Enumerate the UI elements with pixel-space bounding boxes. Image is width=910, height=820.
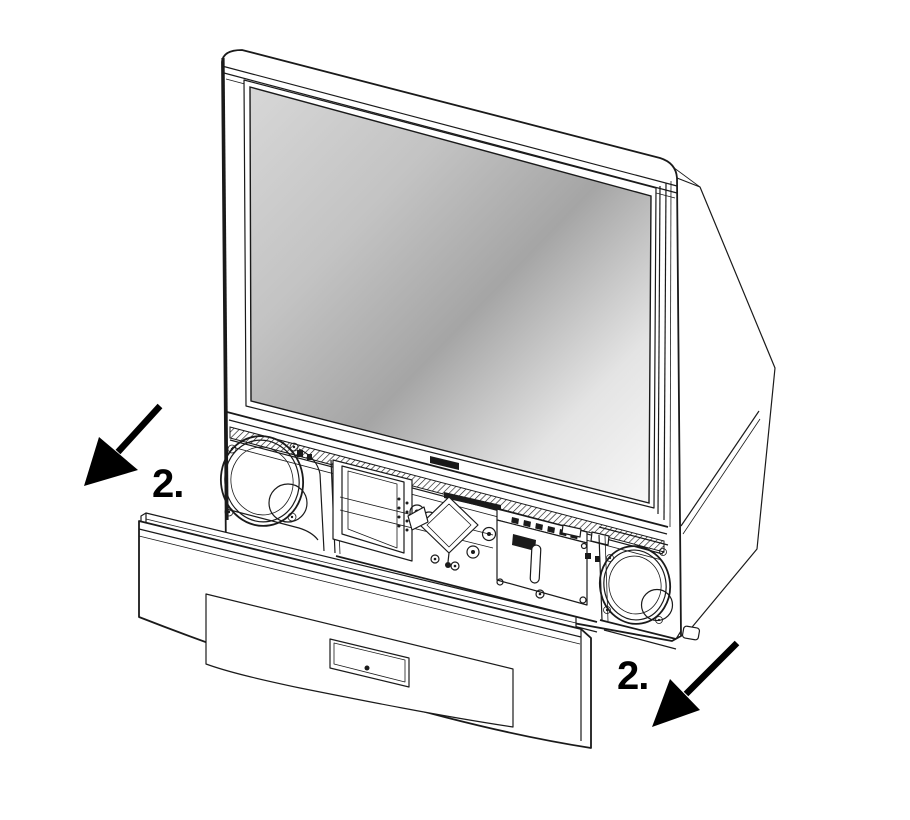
tv-left-edge [221, 57, 229, 521]
left-speaker-cone [268, 483, 308, 523]
screw-hole [585, 553, 591, 559]
brand-logo-badge [430, 456, 459, 470]
button-dots [397, 497, 409, 532]
lens-diamond [419, 496, 479, 568]
tv-screen [249, 86, 652, 504]
screw-hole [595, 556, 600, 562]
step-arrow-right [652, 640, 740, 727]
left-speaker-mount-tabs [224, 442, 299, 522]
control-door [329, 638, 410, 688]
door-latch-dot [364, 665, 370, 671]
right-speaker-mount-tabs [603, 548, 667, 624]
cabinet-base [599, 619, 701, 650]
front-panel [138, 512, 592, 749]
left-speaker [219, 435, 312, 527]
interior-compartment [332, 459, 610, 665]
tv-cabinet [219, 49, 776, 665]
slot-pill [529, 544, 542, 584]
port-block [512, 534, 536, 551]
screw-hole [307, 454, 312, 460]
interior-label-strip [444, 492, 501, 511]
step-label-right: 2. [617, 654, 649, 698]
right-speaker-cone [640, 588, 674, 622]
step-label-left: 2. [152, 462, 184, 506]
connector-panel [496, 508, 610, 606]
arrow-down-left-icon [652, 679, 700, 727]
screw-hole [297, 450, 303, 457]
mount-bracket [407, 506, 429, 531]
caster-foot [681, 625, 701, 641]
step-arrow-left [84, 403, 163, 486]
right-speaker [585, 545, 674, 625]
arrow-down-left-icon [84, 437, 138, 486]
right-bezel-lines [657, 180, 672, 528]
